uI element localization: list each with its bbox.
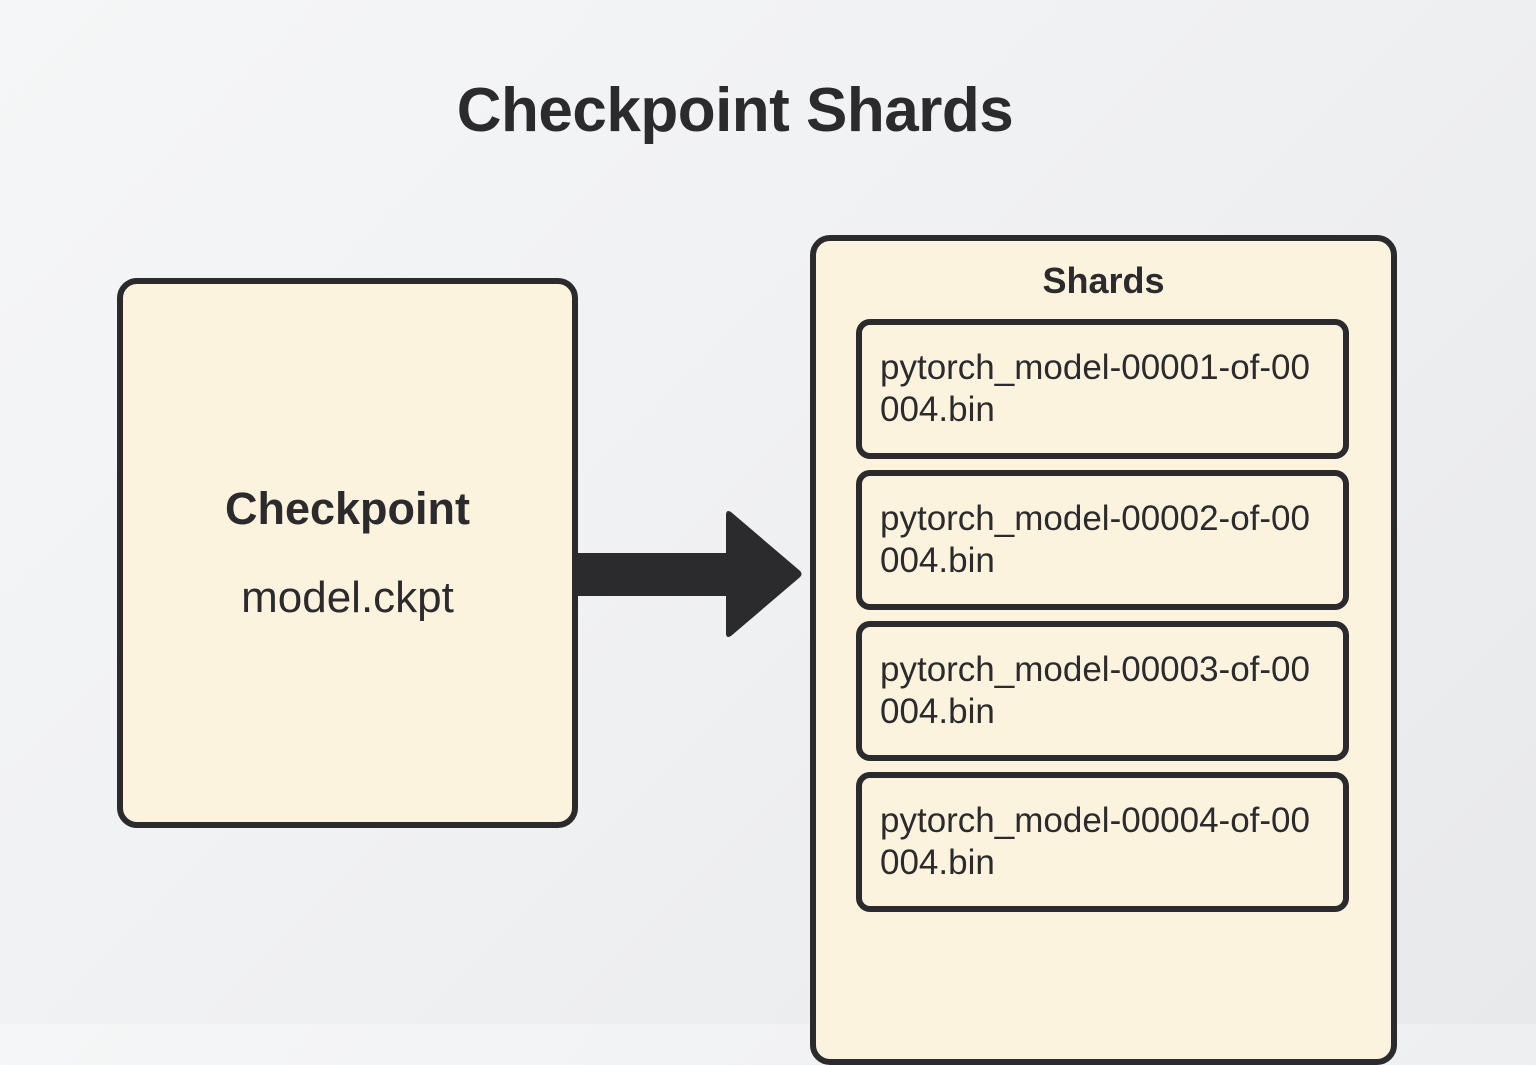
- shard-card[interactable]: pytorch_model-00003-of-00004.bin: [856, 621, 1349, 762]
- shard-card[interactable]: pytorch_model-00001-of-00004.bin: [856, 319, 1349, 460]
- shard-filename: pytorch_model-00001-of-00004.bin: [880, 347, 1310, 430]
- checkpoint-node-label: Checkpoint: [224, 483, 471, 535]
- checkpoint-node: Checkpoint model.ckpt: [117, 278, 578, 828]
- shard-filename: pytorch_model-00002-of-00004.bin: [880, 498, 1310, 581]
- shards-panel: Shards pytorch_model-00001-of-00004.bin …: [810, 235, 1397, 1065]
- page-title: Checkpoint Shards: [456, 76, 1014, 145]
- checkpoint-node-filename: model.ckpt: [241, 572, 454, 622]
- diagram-canvas: Checkpoint Shards Checkpoint model.ckpt …: [117, 76, 1397, 1065]
- shard-filename: pytorch_model-00003-of-00004.bin: [880, 649, 1310, 732]
- shard-card[interactable]: pytorch_model-00004-of-00004.bin: [856, 772, 1349, 913]
- arrow-right-icon: [574, 508, 802, 640]
- shard-list: pytorch_model-00001-of-00004.bin pytorch…: [856, 319, 1351, 913]
- shard-card[interactable]: pytorch_model-00002-of-00004.bin: [856, 470, 1349, 611]
- shard-filename: pytorch_model-00004-of-00004.bin: [880, 800, 1310, 883]
- shards-panel-header: Shards: [1042, 260, 1165, 301]
